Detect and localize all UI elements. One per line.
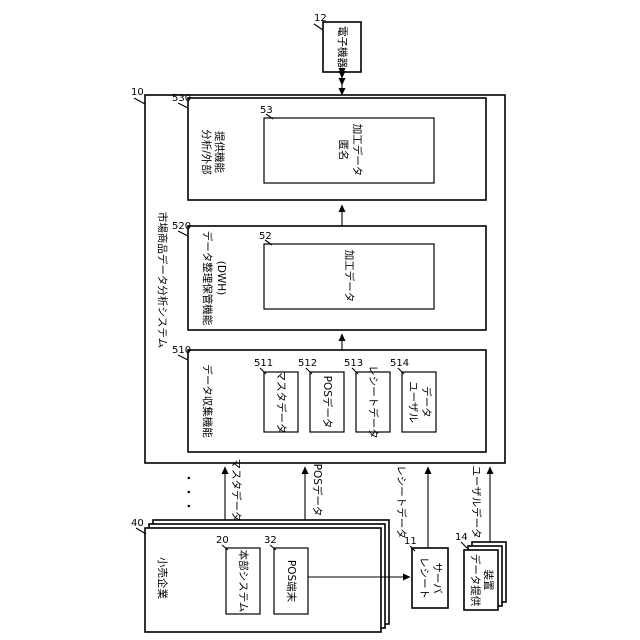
provider-label-2: 装置 (482, 570, 495, 591)
pos-terminal-label: POS端末 (285, 560, 298, 603)
ref-512: 512 (298, 358, 317, 369)
ref-510: 510 (172, 345, 191, 356)
electronic-device-block: 電子機器 12 (314, 13, 361, 72)
user-data-label-1: ユーザル (407, 381, 419, 423)
ref-20: 20 (216, 535, 229, 546)
ref-11: 11 (404, 536, 417, 547)
data-provision-device-block: データ提供 装置 14 (455, 532, 506, 610)
user-data-label-2: データ (420, 386, 433, 418)
data-collection-function: データ収集機能 510 マスタデータ 511 POSデータ 512 レシートデー… (172, 345, 486, 452)
processed-data-label: 加工データ (343, 250, 356, 303)
ref-10-leader (134, 98, 145, 104)
pos-data-label: POSデータ (321, 376, 334, 429)
electronic-device-label: 電子機器 (336, 26, 349, 68)
receipt-server-block: レシート サーバ 11 (404, 536, 448, 608)
ref-520: 520 (172, 221, 191, 232)
receipt-server-label-1: レシート (418, 557, 430, 599)
retailer-block: 小売企業 40 本部システム 20 POS端末 32 (131, 518, 389, 632)
master-data-label: マスタデータ (275, 371, 288, 434)
ref-513: 513 (344, 358, 363, 369)
retailer-label: 小売企業 (156, 557, 169, 599)
func-520-label-1: データ整理保管機能 (201, 231, 214, 326)
provider-label-1: データ提供 (469, 554, 482, 607)
ref-14: 14 (455, 532, 468, 543)
ref-530: 530 (172, 93, 191, 104)
func-510-label: データ収集機能 (201, 364, 214, 438)
ref-12-leader (314, 24, 323, 30)
anon-data-label-2: 加工データ (351, 124, 364, 177)
func-530-label-1: 分析/外部 (200, 129, 213, 175)
ref-40: 40 (131, 518, 144, 529)
func-520-label-2: (DWH) (215, 261, 227, 296)
receipt-server-label-2: サーバ (431, 562, 443, 594)
data-warehouse-function: データ整理保管機能 (DWH) 520 加工データ 52 (172, 221, 486, 330)
analysis-external-provision-function: 分析/外部 提供機能 530 匿名 加工データ 53 (172, 93, 486, 200)
anon-data-label-1: 匿名 (337, 140, 350, 161)
ref-514: 514 (390, 358, 409, 369)
func-530-label-2: 提供機能 (213, 131, 226, 173)
arrow-receipt-label: レシートデータ (395, 465, 408, 539)
arrow-pos-label: POSデータ (311, 464, 324, 517)
ref-32: 32 (264, 535, 277, 546)
more-sources-dots: ・・・ (182, 472, 196, 514)
ref-511: 511 (254, 358, 273, 369)
receipt-data-label: レシートデータ (367, 365, 380, 439)
system-title: 市場商品データ分析システム (156, 212, 169, 348)
ref-10: 10 (131, 87, 144, 98)
hq-system-label: 本部システム (237, 550, 250, 613)
ref-12: 12 (314, 13, 327, 24)
arrow-master-label: マスタデータ (230, 459, 243, 522)
arrow-user-label: ユーザルデータ (470, 465, 483, 538)
